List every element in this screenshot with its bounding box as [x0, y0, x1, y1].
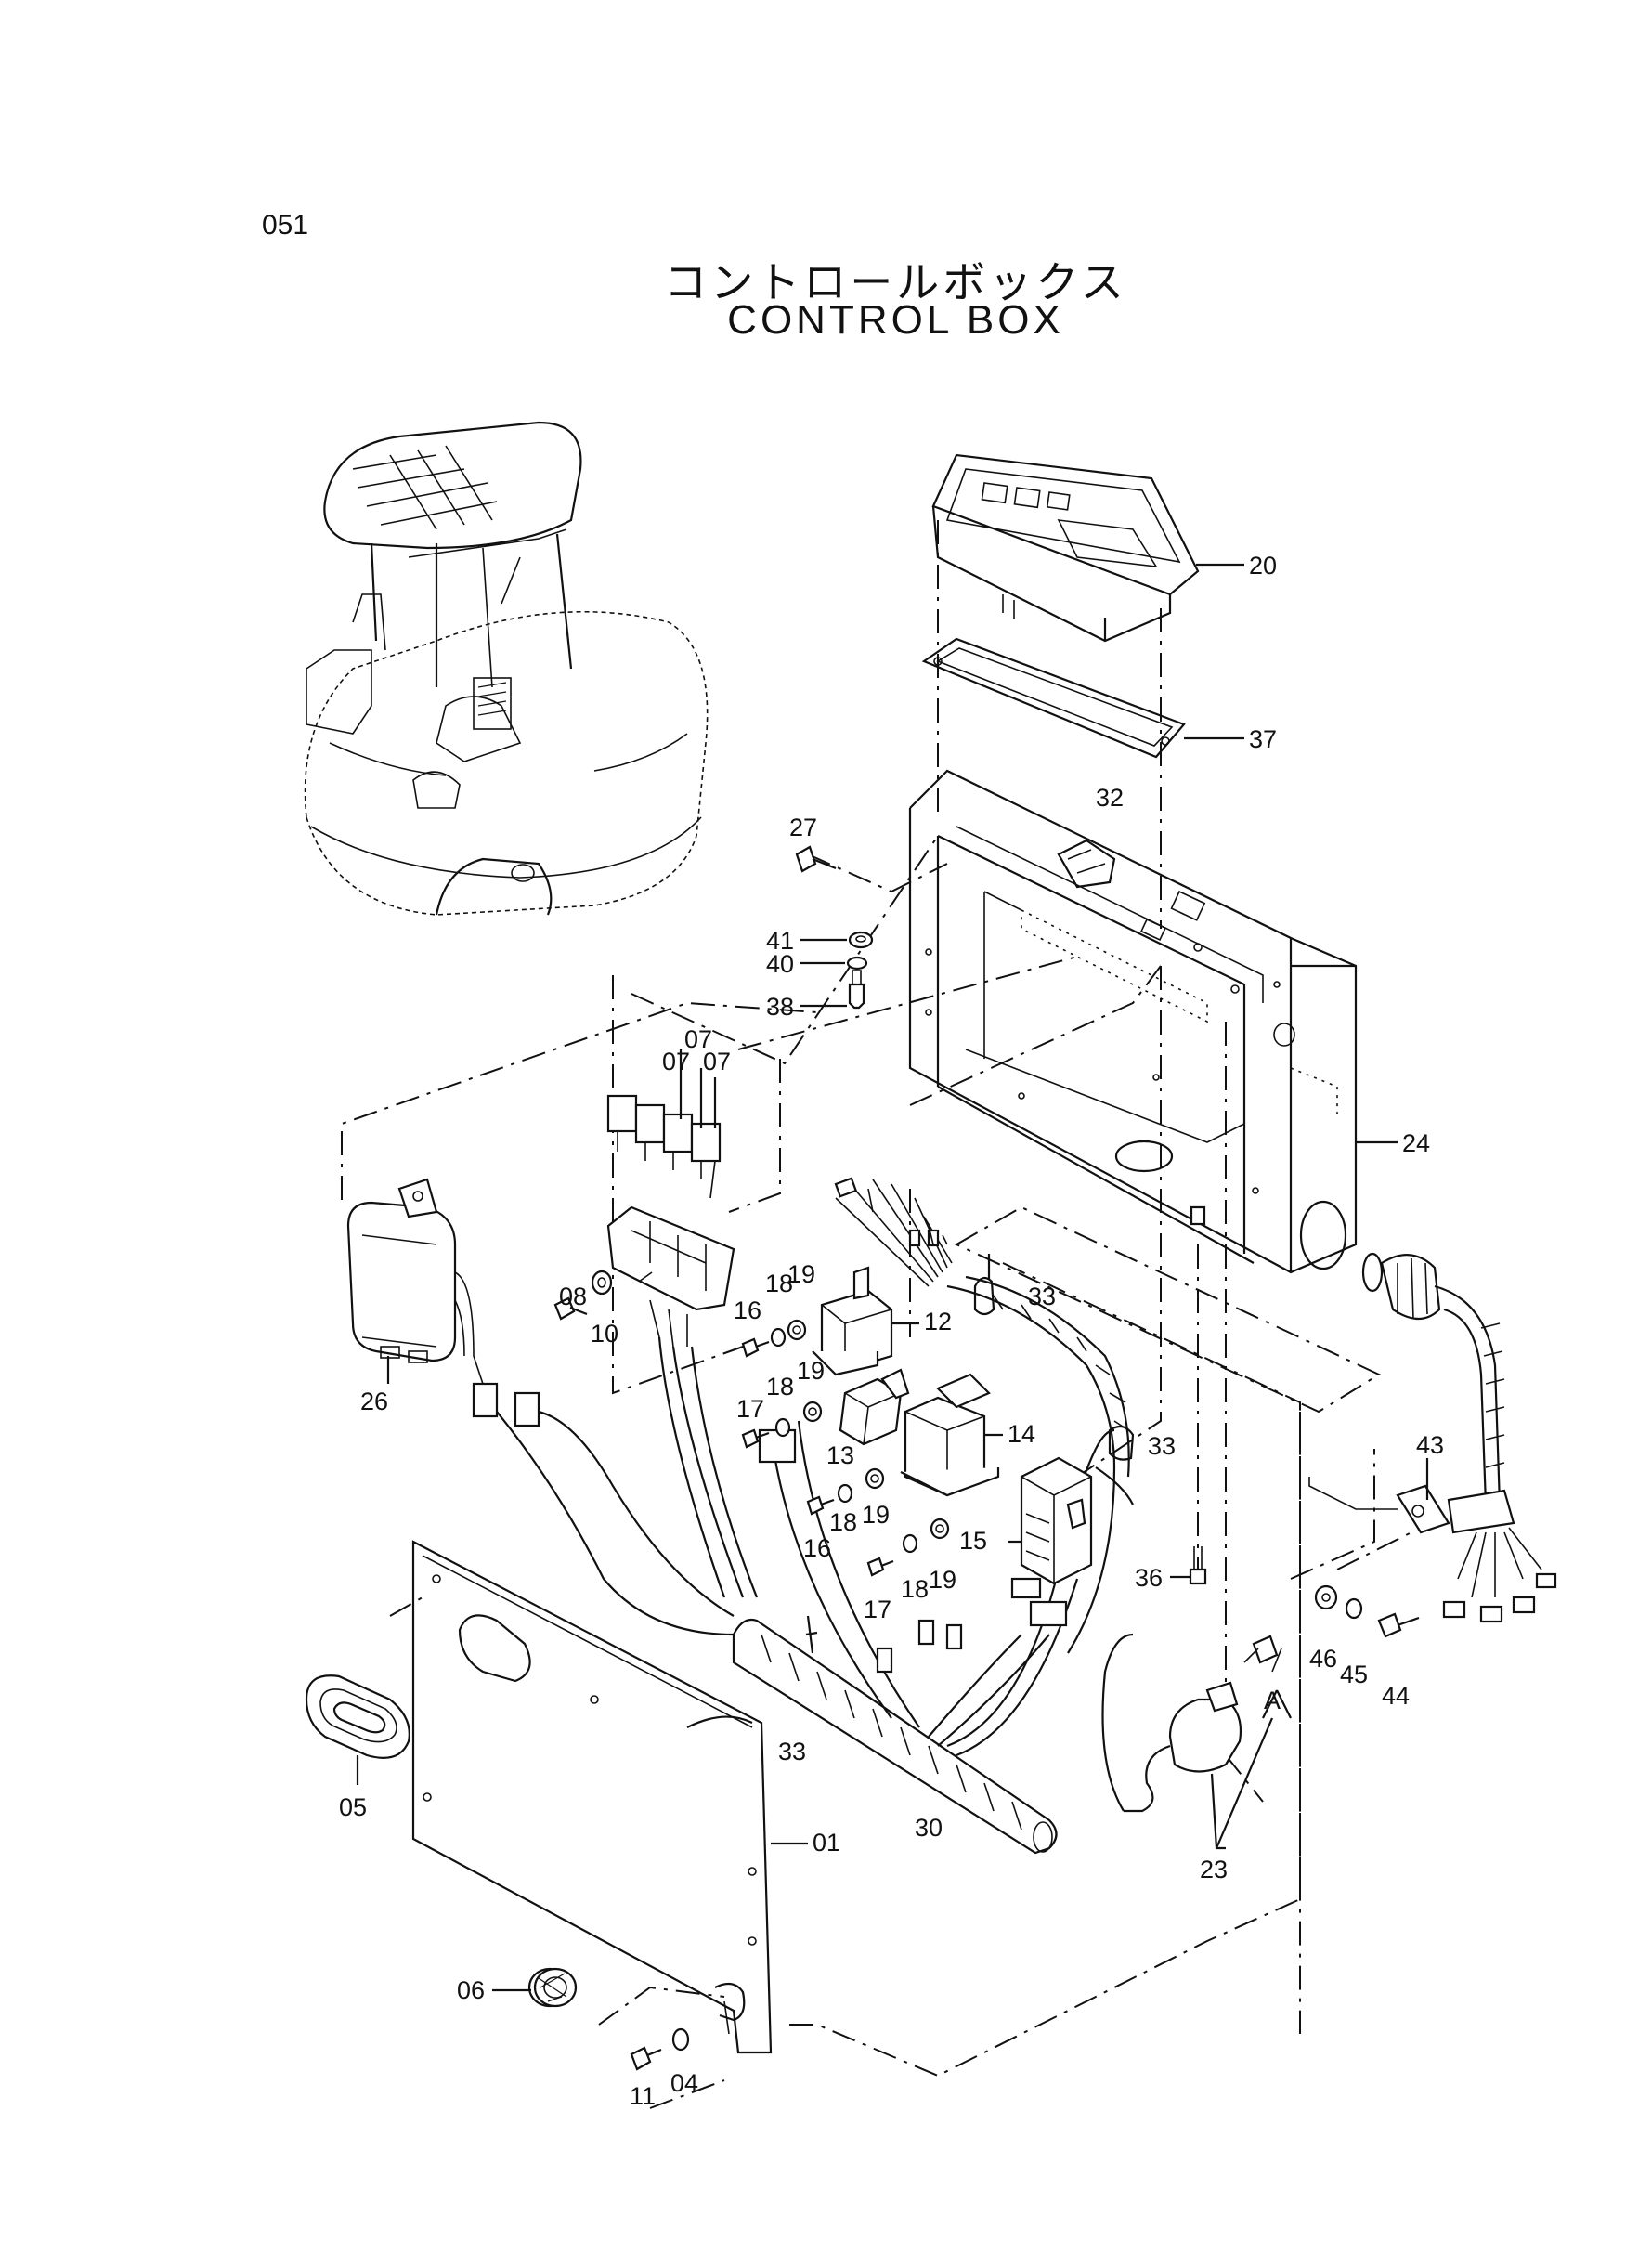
control-box-24 — [908, 769, 1398, 1274]
callout-32: 32 — [1096, 784, 1124, 812]
relay-14 — [900, 1373, 1003, 1497]
callout-33-mid: 33 — [1148, 1432, 1176, 1460]
callout-41: 41 — [766, 927, 794, 955]
callout-14: 14 — [1008, 1420, 1035, 1448]
callout-27: 27 — [789, 814, 817, 841]
callout-20: 20 — [1249, 552, 1277, 580]
callout-18-d: 18 — [901, 1575, 929, 1603]
callout-08: 08 — [559, 1283, 587, 1310]
callout-18-b: 18 — [766, 1373, 794, 1401]
callout-30: 30 — [915, 1814, 943, 1842]
relay-holder — [606, 1205, 735, 1348]
callout-19-a: 19 — [787, 1260, 815, 1288]
page-number: 051 — [262, 210, 309, 241]
callout-05: 05 — [339, 1793, 367, 1821]
callout-11: 11 — [630, 2082, 656, 2110]
callout-12: 12 — [924, 1308, 952, 1335]
callout-46: 46 — [1309, 1645, 1337, 1673]
callout-33-bottom: 33 — [778, 1738, 806, 1765]
callout-17-b: 17 — [864, 1596, 891, 1623]
title-english: CONTROL BOX — [727, 297, 1064, 343]
clamps-33 — [805, 1254, 1135, 1654]
fasteners — [553, 845, 1420, 2071]
harness-connector-43 — [1308, 1252, 1557, 1623]
callout-45: 45 — [1340, 1661, 1368, 1688]
callout-01: 01 — [813, 1829, 840, 1857]
part-13 — [839, 1368, 910, 1446]
callout-13: 13 — [826, 1441, 854, 1469]
callout-17-a: 17 — [736, 1395, 764, 1423]
side-cover-01 — [411, 1540, 808, 2054]
relay-12 — [812, 1266, 919, 1376]
relays-07 — [606, 1049, 722, 1179]
callout-04: 04 — [670, 2069, 698, 2097]
bracket-32 — [1057, 839, 1116, 889]
sensor-23 — [1101, 1633, 1292, 1850]
callout-37: 37 — [1249, 725, 1277, 753]
callout-18-a: 18 — [765, 1270, 793, 1297]
grommet-06 — [492, 1967, 578, 2008]
callout-44: 44 — [1382, 1682, 1410, 1710]
gasket-37 — [921, 637, 1244, 759]
callout-A: A — [1264, 1687, 1281, 1714]
connector-block — [758, 1428, 797, 1464]
callout-38: 38 — [766, 993, 794, 1021]
callout-leaders — [638, 1160, 716, 1283]
callout-23: 23 — [1200, 1856, 1228, 1883]
title-japanese: コントロールボックス — [664, 257, 1127, 307]
monitor-panel-20 — [931, 453, 1244, 643]
callout-10: 10 — [591, 1320, 618, 1348]
callout-19-b: 19 — [797, 1357, 825, 1385]
callout-24: 24 — [1402, 1129, 1430, 1157]
wire-leads — [834, 1177, 953, 1287]
callout-19-d: 19 — [929, 1566, 956, 1594]
callout-07-right: 07 — [703, 1048, 731, 1075]
callout-07-top: 07 — [684, 1025, 712, 1053]
machine-overview-illustration — [304, 421, 709, 916]
callout-labels: 20 37 32 27 41 40 38 07 07 07 24 33 33 3… — [339, 552, 1444, 2110]
controller-26 — [346, 1178, 735, 1636]
callout-15: 15 — [959, 1527, 987, 1555]
unit-15 — [1008, 1456, 1093, 1599]
callout-16-a: 16 — [734, 1296, 761, 1324]
callout-40: 40 — [766, 950, 794, 978]
callout-43: 43 — [1416, 1431, 1444, 1459]
callout-26: 26 — [360, 1388, 388, 1415]
callout-07-left: 07 — [662, 1048, 690, 1075]
callout-33-top: 33 — [1028, 1283, 1056, 1310]
grommet-05 — [305, 1674, 410, 1785]
callout-36: 36 — [1135, 1564, 1163, 1592]
callout-18-c: 18 — [829, 1508, 857, 1536]
callout-19-c: 19 — [862, 1501, 890, 1529]
callout-16-b: 16 — [803, 1534, 831, 1562]
callout-06: 06 — [457, 1976, 485, 2004]
